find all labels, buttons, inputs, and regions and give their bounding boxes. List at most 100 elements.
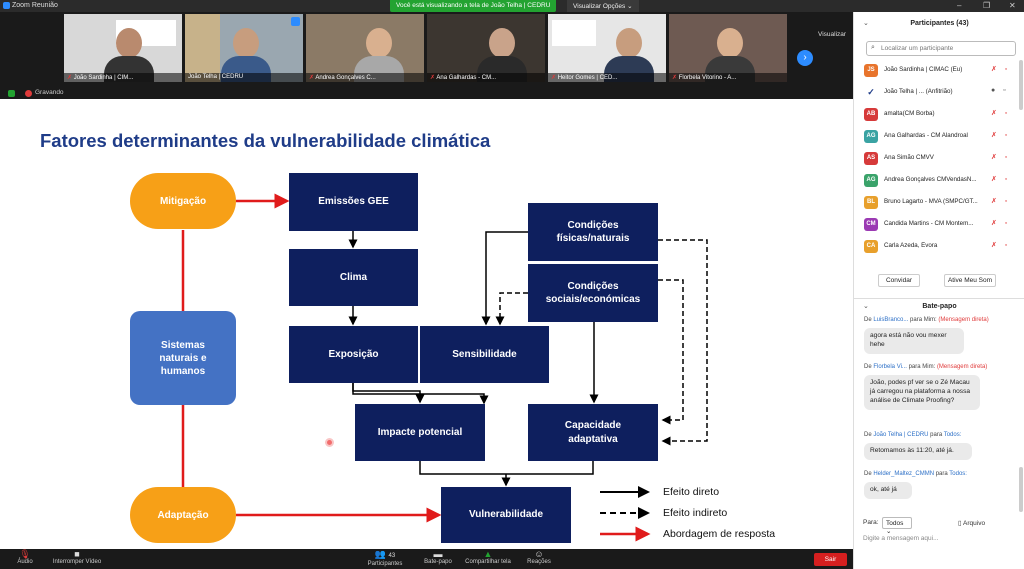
direct-line — [419, 461, 594, 475]
adaptacao-box: Adaptação — [130, 487, 236, 543]
chat-button[interactable]: ▬ Bate-papo — [420, 549, 456, 565]
participants-list: JS João Sardinha | CIMAC (Eu) ✗ ▫ ✓ João… — [854, 60, 1024, 267]
message-bubble: agora está não vou mexer hehe — [864, 328, 964, 354]
tile-name: ✗ João Sardinha | CIM... — [64, 73, 182, 82]
invite-button[interactable]: Convidar — [878, 274, 920, 287]
video-tile[interactable]: ✗ Ana Galhardas - CM... — [427, 14, 545, 82]
file-icon: ▯ — [958, 520, 962, 527]
minimize-icon[interactable]: – — [957, 1, 962, 10]
indirect-arrow — [658, 239, 708, 446]
mic-muted-icon: 🎙 — [19, 549, 31, 559]
search-icon: ⌕ — [871, 44, 875, 51]
maximize-icon[interactable]: ❐ — [983, 1, 991, 10]
condicoes-sociais-box: Condições sociais/económicas — [528, 264, 658, 322]
participant-row[interactable]: AB amalta(CM Borba) ✗ ▫ — [854, 104, 1024, 126]
mic-muted-icon: ✗ ▫ — [991, 154, 1011, 161]
avatar: AG — [864, 174, 878, 187]
next-page-button[interactable]: › — [797, 50, 813, 66]
clima-box: Clima — [289, 249, 418, 306]
message-bubble: João, podes pf ver se o Zé Macau já carr… — [864, 375, 980, 410]
avatar: ✓ — [864, 86, 878, 99]
avatar: BL — [864, 196, 878, 209]
video-tile[interactable]: ✗ Andrea Gonçalves C... — [306, 14, 424, 82]
participant-row[interactable]: JS João Sardinha | CIMAC (Eu) ✗ ▫ — [854, 60, 1024, 82]
avatar: CM — [864, 218, 878, 231]
window-title: Zoom Reunião — [12, 2, 58, 9]
chevron-down-icon: ⌄ — [627, 3, 633, 10]
reactions-icon: ☺ — [534, 549, 544, 559]
unmute-button[interactable]: Ative Meu Som — [944, 274, 996, 287]
legend-indirect: Efeito indireto — [663, 507, 728, 519]
to-label: Para: — [863, 519, 879, 526]
indirect-arrow — [658, 279, 684, 425]
chevron-down-icon[interactable]: ⌄ — [863, 20, 869, 27]
share-screen-icon: ▲ — [483, 549, 493, 559]
audio-button[interactable]: 🎙 Áudio — [14, 549, 36, 565]
mic-muted-icon: ✗ ▫ — [991, 198, 1011, 205]
capacidade-box: Capacidade adaptativa — [528, 404, 658, 461]
tile-name: João Telha | CEDRU — [185, 73, 303, 82]
tile-name: ✗ Andrea Gonçalves C... — [306, 73, 424, 82]
participant-row[interactable]: AS Ana Simão CMVV ✗ ▫ — [854, 148, 1024, 170]
participants-button[interactable]: 👥 43 Participantes — [364, 549, 406, 567]
video-tile[interactable]: ✗ Florbela Vitorino - A... — [669, 14, 787, 82]
indirect-arrow — [495, 292, 528, 326]
recording-label: Gravando — [35, 89, 64, 96]
legend-direct: Efeito direto — [663, 486, 720, 498]
shield-icon — [8, 90, 15, 97]
chevron-down-icon[interactable]: ⌄ — [863, 303, 869, 310]
background-wall — [185, 14, 220, 82]
message-header: De LuisBranco... para Mim: (Mensagem dir… — [864, 317, 989, 323]
participants-scrollbar[interactable] — [1019, 60, 1023, 110]
chevron-right-icon: › — [803, 52, 807, 63]
participant-row[interactable]: CM Candida Martins - CM Montem... ✗ ▫ — [854, 214, 1024, 236]
leave-button[interactable]: Sair — [814, 553, 847, 566]
impacte-box: Impacte potencial — [355, 404, 485, 461]
diagram-connectors — [181, 193, 708, 542]
tile-name: ✗ Heitor Gomes | CED... — [548, 73, 666, 82]
view-options-button[interactable]: Visualizar Opções ⌄ — [567, 0, 639, 12]
video-tile[interactable]: ✗ João Sardinha | CIM... — [64, 14, 182, 82]
chat-scrollbar[interactable] — [1019, 467, 1023, 512]
emissoes-box: Emissões GEE — [289, 173, 418, 231]
participant-row[interactable]: CA Carla Azeda, Évora ✗ ▫ — [854, 236, 1024, 258]
condicoes-fisicas-box: Condições físicas/naturais — [528, 203, 658, 261]
participant-face — [489, 28, 515, 58]
participants-title: Participantes (43) — [910, 20, 969, 27]
avatar: JS — [864, 64, 878, 77]
active-speaker-icon — [291, 17, 300, 26]
close-icon[interactable]: ✕ — [1009, 1, 1016, 10]
mic-muted-icon: ✗ ▫ — [991, 176, 1011, 183]
share-screen-button[interactable]: ▲ Compartilhar tela — [462, 549, 514, 565]
participant-face — [717, 28, 743, 58]
chevron-down-icon: ⌄ — [886, 528, 892, 535]
file-button[interactable]: ▯ Arquivo — [958, 520, 986, 527]
participant-row[interactable]: ✓ João Telha | ... (Anfitrião) ● ▫ — [854, 82, 1024, 104]
participant-face — [116, 28, 142, 58]
participant-row[interactable]: BL Bruno Lagarto - MVA (SMPC/GT... ✗ ▫ — [854, 192, 1024, 214]
participant-search-input[interactable]: ⌕ Localizar um participante — [866, 41, 1016, 56]
video-tile[interactable]: João Telha | CEDRU — [185, 14, 303, 82]
participant-row[interactable]: AG Andrea Gonçalves CMVendasN... ✗ ▫ — [854, 170, 1024, 192]
mic-muted-icon: ✗ ▫ — [991, 242, 1011, 249]
view-button[interactable]: Visualizar — [818, 31, 847, 38]
chat-input[interactable]: Digite a mensagem aqui... — [863, 535, 939, 542]
recording-icon — [25, 90, 32, 97]
video-strip: ✗ João Sardinha | CIM... João Telha | CE… — [0, 12, 853, 88]
video-button[interactable]: ■ Interromper Vídeo — [52, 549, 102, 565]
chat-header: ⌄ Bate-papo — [854, 298, 1024, 314]
direct-arrow — [352, 383, 425, 404]
sensibilidade-box: Sensibilidade — [420, 326, 549, 383]
remote-pointer-icon — [325, 438, 334, 447]
message-header: De Florbela Vi... para Mim: (Mensagem di… — [864, 364, 988, 370]
view-options-label: Visualizar Opções — [573, 3, 626, 10]
video-tile[interactable]: ✗ Heitor Gomes | CED... — [548, 14, 666, 82]
participant-face — [366, 28, 392, 58]
mic-muted-icon: ✗ ▫ — [991, 66, 1011, 73]
mic-muted-icon: ✗ — [67, 75, 74, 81]
recipient-select[interactable]: Todos ⌄ — [882, 517, 912, 535]
reactions-button[interactable]: ☺ Reações — [524, 549, 554, 565]
tile-name: ✗ Ana Galhardas - CM... — [427, 73, 545, 82]
participant-row[interactable]: AG Ana Galhardas - CM Alandroal ✗ ▫ — [854, 126, 1024, 148]
